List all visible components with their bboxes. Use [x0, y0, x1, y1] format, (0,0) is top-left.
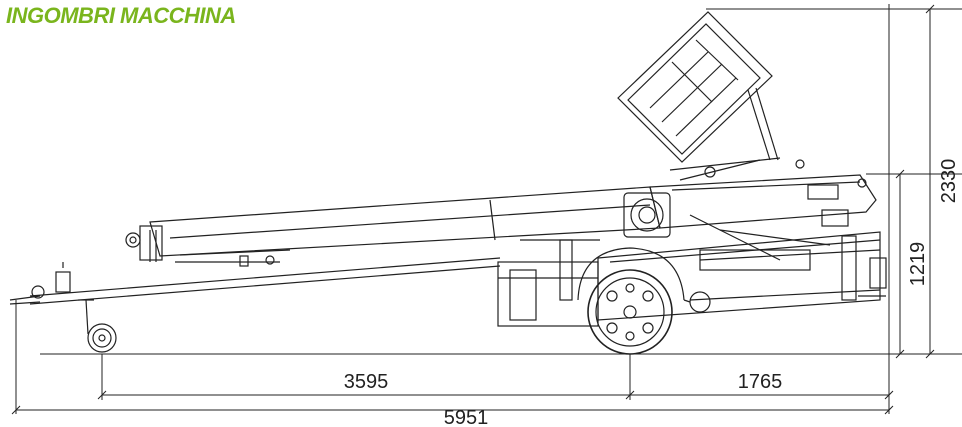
tick-2330-bottom — [925, 349, 935, 359]
dim-label-2330: 2330 — [938, 159, 960, 204]
dim-label-5951: 5951 — [444, 407, 489, 427]
dim-label-1765: 1765 — [738, 371, 783, 393]
tick-2330-top — [925, 4, 935, 14]
tick-1219-bottom — [895, 349, 905, 359]
tick-5951-left — [11, 405, 21, 415]
page-title: INGOMBRI MACCHINA — [6, 3, 236, 28]
machine-outline — [9, 11, 887, 355]
tick-3595-left — [97, 390, 107, 400]
tick-5951-right — [884, 405, 894, 415]
tick-axle — [625, 390, 635, 400]
dim-label-1219: 1219 — [907, 242, 929, 287]
dim-label-3595: 3595 — [344, 371, 389, 393]
tick-1765-right — [884, 390, 894, 400]
tick-1219-top — [895, 169, 905, 179]
